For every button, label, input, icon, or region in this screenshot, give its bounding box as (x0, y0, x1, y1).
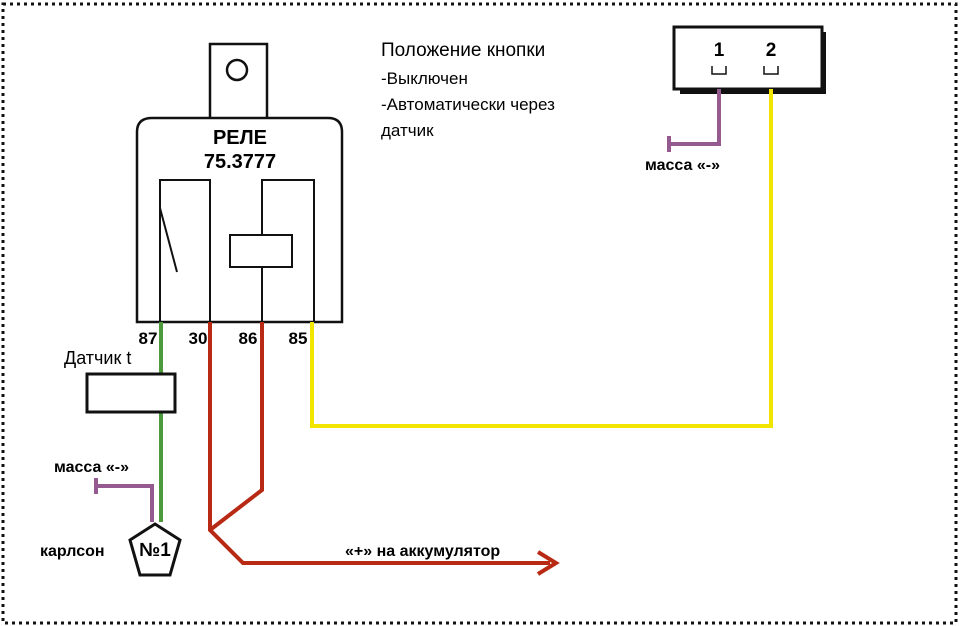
relay: РЕЛЕ 75.3777 87 30 86 85 (135, 42, 344, 348)
ground-label-left: масса «-» (54, 459, 129, 476)
button-terminal-1 (711, 66, 727, 75)
notes-heading: Положение кнопки (381, 40, 545, 61)
relay-mount-hole (225, 58, 249, 82)
temperature-sensor (85, 372, 177, 414)
relay-model: 75.3777 (204, 151, 276, 173)
wires (98, 89, 773, 576)
battery-label: «+» на аккумулятор (345, 543, 500, 560)
fan-number: №1 (139, 540, 171, 561)
relay-body (135, 116, 344, 324)
notes-line-3: датчик (381, 121, 434, 140)
relay-switch-contact (159, 179, 211, 322)
relay-title: РЕЛЕ (213, 127, 267, 149)
wire-red-86 (208, 322, 264, 532)
button-terminal-2 (763, 66, 779, 75)
button-pin-1-label: 1 (714, 40, 725, 61)
pin-86-label: 86 (239, 329, 258, 348)
button-pin-2-label: 2 (766, 40, 777, 61)
button-position-notes: Положение кнопки -Выключен -Автоматическ… (381, 40, 555, 140)
notes-line-1: -Выключен (381, 69, 468, 88)
ground-label-top: масса «-» (645, 157, 720, 174)
wire-yellow (310, 89, 773, 428)
button-box (672, 25, 824, 91)
fan-pentagon (128, 522, 182, 577)
fan-label: карлсон (40, 543, 105, 560)
wire-red-30 (208, 322, 550, 565)
pin-85-label: 85 (289, 329, 308, 348)
battery-arrow-head (536, 550, 560, 576)
relay-switch-blade (159, 207, 178, 273)
notes-line-2: -Автоматически через (381, 95, 555, 114)
relay-mount-tab (208, 42, 269, 124)
pin-87-label: 87 (139, 329, 158, 348)
relay-coil (229, 234, 293, 268)
button-switch: 1 2 (672, 25, 826, 94)
wire-purple-left (98, 484, 154, 522)
wire-purple-top (671, 89, 721, 146)
pin-30-label: 30 (189, 329, 208, 348)
sensor-label: Датчик t (64, 348, 131, 368)
